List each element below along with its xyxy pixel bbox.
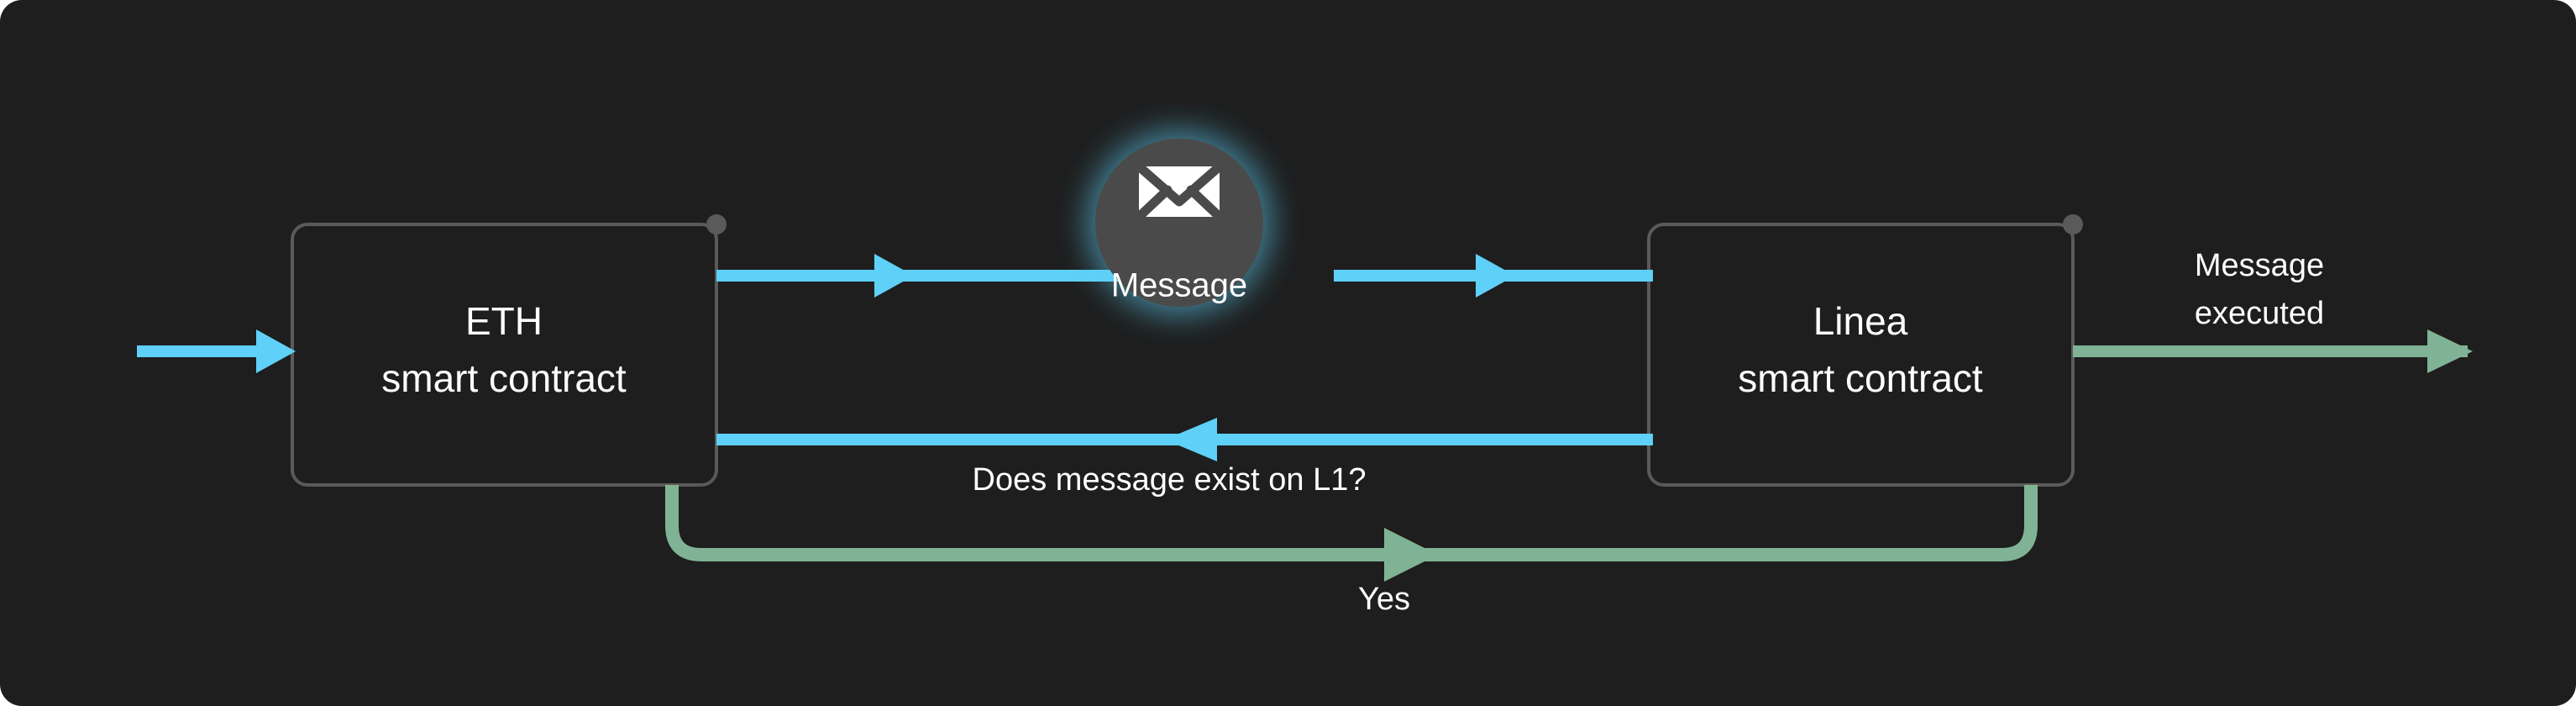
- edge-yes-return: Yes: [665, 485, 2038, 617]
- yes-label: Yes: [1358, 582, 1410, 617]
- eth-label-line1: ETH: [465, 299, 543, 343]
- edge-entry: [137, 329, 296, 373]
- linea-box[interactable]: [1647, 223, 2075, 487]
- linea-anchor-dot: [2063, 214, 2083, 234]
- yes-return-line: [665, 485, 2038, 561]
- linea-label-line2: smart contract: [1738, 356, 1983, 400]
- eth-label-line2: smart contract: [381, 356, 627, 400]
- executed-arrowhead-icon: [2427, 329, 2473, 373]
- edge-hub-to-linea: [1334, 254, 1653, 298]
- node-linea-smart-contract[interactable]: Linea smart contract: [1647, 214, 2083, 487]
- yes-arrowhead-icon: [1384, 528, 1438, 582]
- hub-circle[interactable]: [1095, 139, 1263, 307]
- executed-line: [2073, 345, 2468, 357]
- edge-query: Does message exist on L1?: [716, 418, 1653, 498]
- eth-to-hub-arrowhead-icon: [874, 254, 914, 298]
- eth-to-hub-line: [716, 270, 1120, 282]
- eth-anchor-dot: [706, 214, 727, 234]
- edge-message-executed: Message executed: [2073, 248, 2473, 373]
- hub-to-linea-arrowhead-icon: [1476, 254, 1515, 298]
- executed-label-line1: Message: [2195, 248, 2324, 283]
- executed-label-line2: executed: [2195, 296, 2324, 331]
- hub-label: Message: [1111, 267, 1247, 304]
- linea-label-line1: Linea: [1813, 299, 1908, 343]
- query-arrowhead-icon: [1165, 418, 1217, 461]
- message-hub[interactable]: Message: [1095, 139, 1263, 307]
- edge-eth-to-hub: [716, 254, 1120, 298]
- entry-line: [137, 345, 263, 357]
- envelope-icon: [1134, 161, 1225, 222]
- entry-arrowhead-icon: [256, 329, 296, 373]
- node-eth-smart-contract[interactable]: ETH smart contract: [291, 214, 727, 487]
- eth-box[interactable]: [291, 223, 718, 487]
- query-label: Does message exist on L1?: [973, 462, 1367, 498]
